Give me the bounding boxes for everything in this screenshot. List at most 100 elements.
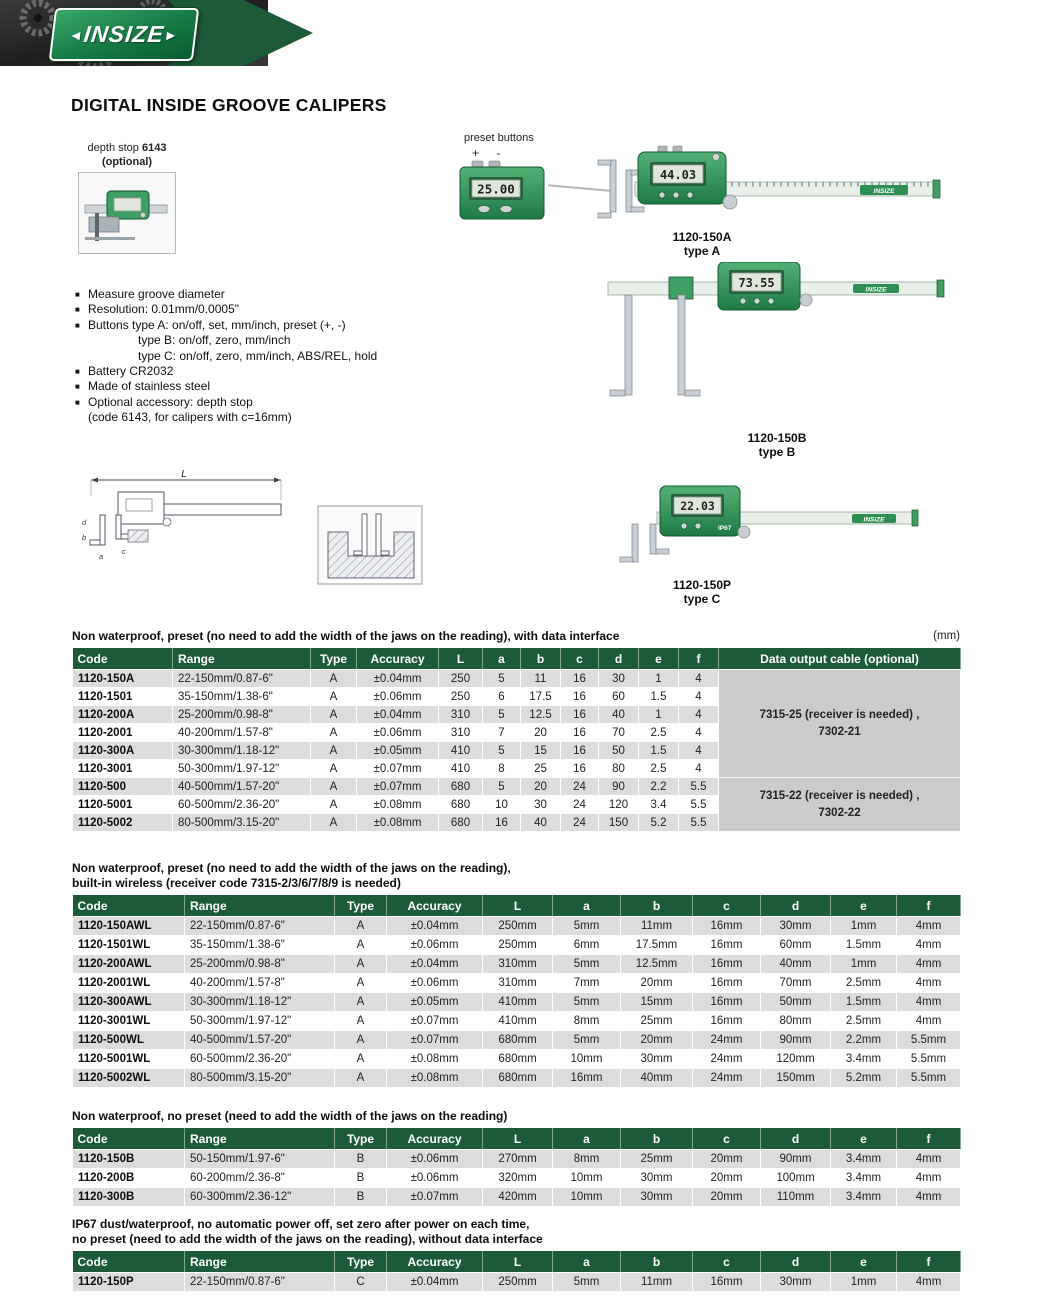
- data-cell: 30mm: [760, 916, 831, 936]
- data-cell: A: [334, 1068, 387, 1088]
- data-cell: 4: [678, 687, 719, 706]
- caption-line: no preset (need to add the width of the …: [72, 1232, 543, 1246]
- data-cell: 5: [482, 669, 521, 688]
- data-cell: 320mm: [482, 1168, 553, 1188]
- features-list: ■Measure groove diameter■Resolution: 0.0…: [74, 287, 474, 426]
- data-cell: 680: [438, 795, 483, 814]
- data-cell: 5: [482, 777, 521, 796]
- bullet-icon: ■: [75, 290, 80, 299]
- caliper-image-type-b: INSIZE 73.55: [553, 261, 953, 432]
- unit-note: (mm): [933, 630, 960, 642]
- data-cell: 16mm: [692, 916, 761, 936]
- code-cell: 1120-5002WL: [72, 1068, 185, 1088]
- data-cell: 250mm: [482, 916, 553, 936]
- data-cell: 11mm: [620, 1272, 693, 1292]
- data-cell: ±0.06mm: [386, 935, 483, 955]
- data-cell: ±0.04mm: [356, 669, 439, 688]
- code-cell: 1120-200AWL: [72, 954, 185, 974]
- bullet-icon: ■: [75, 320, 80, 330]
- data-cell: 2.5: [638, 723, 679, 742]
- feature-item: ■Buttons type A: on/off, set, mm/inch, p…: [74, 318, 474, 333]
- data-cell: B: [334, 1168, 387, 1188]
- column-header: d: [760, 895, 831, 917]
- data-cell: 40-200mm/1.57-8": [172, 723, 311, 742]
- data-cell: 3.4mm: [830, 1187, 897, 1207]
- data-cell: 410: [438, 741, 483, 760]
- data-cell: 16mm: [692, 992, 761, 1012]
- data-cell: 680: [438, 813, 483, 832]
- column-header: L: [482, 1251, 553, 1273]
- data-cell: 5mm: [552, 992, 621, 1012]
- feature-item: type B: on/off, zero, mm/inch: [74, 333, 474, 348]
- data-cell: 1.5: [638, 741, 679, 760]
- feature-text: (code 6143, for calipers with c=16mm): [88, 410, 292, 425]
- data-cell: A: [310, 669, 357, 688]
- data-cell: 80-500mm/3.15-20": [184, 1068, 335, 1088]
- data-cell: A: [310, 687, 357, 706]
- data-cell: 120mm: [760, 1049, 831, 1069]
- data-cell: 12.5: [520, 705, 561, 724]
- data-cell: 24mm: [692, 1068, 761, 1088]
- data-cell: 4: [678, 759, 719, 778]
- data-cell: 15: [520, 741, 561, 760]
- data-cell: 60-200mm/2.36-8": [184, 1168, 335, 1188]
- column-header: L: [482, 1128, 553, 1150]
- cable-cell: 7315-22 (receiver is needed) , 7302-22: [718, 777, 961, 832]
- data-cell: 16mm: [692, 954, 761, 974]
- code-cell: 1120-200B: [72, 1168, 185, 1188]
- data-cell: 60: [598, 687, 639, 706]
- data-cell: 410mm: [482, 1011, 553, 1031]
- data-cell: 5.5: [678, 795, 719, 814]
- data-cell: 3.4: [638, 795, 679, 814]
- data-cell: ±0.05mm: [386, 992, 483, 1012]
- lcd-value-type-a: 44.03: [660, 168, 696, 182]
- code-cell: 1120-1501: [72, 687, 173, 706]
- feature-item: ■Measure groove diameter: [74, 287, 474, 302]
- data-cell: 90mm: [760, 1149, 831, 1169]
- data-cell: 16: [560, 741, 599, 760]
- data-cell: ±0.04mm: [386, 916, 483, 936]
- ip67-badge: IP67: [718, 525, 732, 532]
- column-header: Type: [334, 1251, 387, 1273]
- data-cell: C: [334, 1272, 387, 1292]
- plus-minus-label: + -: [472, 146, 508, 160]
- data-cell: 20mm: [692, 1187, 761, 1207]
- data-cell: A: [334, 954, 387, 974]
- data-cell: ±0.06mm: [386, 1168, 483, 1188]
- data-cell: 8mm: [552, 1011, 621, 1031]
- data-cell: 40-500mm/1.57-20": [184, 1030, 335, 1050]
- data-cell: 40mm: [620, 1068, 693, 1088]
- table-caption: Non waterproof, no preset (need to add t…: [72, 1109, 960, 1124]
- code-cell: 1120-150B: [72, 1149, 185, 1169]
- column-header: c: [692, 895, 761, 917]
- data-cell: ±0.08mm: [386, 1049, 483, 1069]
- caption-line: IP67 dust/waterproof, no automatic power…: [72, 1217, 530, 1231]
- data-cell: 20: [520, 723, 561, 742]
- data-cell: 80: [598, 759, 639, 778]
- column-header: f: [896, 1128, 961, 1150]
- column-header: L: [482, 895, 553, 917]
- data-cell: 1mm: [830, 916, 897, 936]
- code-cell: 1120-150A: [72, 669, 173, 688]
- data-cell: 4mm: [896, 954, 961, 974]
- code-cell: 1120-5002: [72, 813, 173, 832]
- data-cell: 16mm: [692, 1011, 761, 1031]
- data-cell: 5.5: [678, 777, 719, 796]
- data-cell: ±0.04mm: [386, 1272, 483, 1292]
- data-cell: 35-150mm/1.38-6": [184, 935, 335, 955]
- column-header: d: [760, 1251, 831, 1273]
- data-cell: 310mm: [482, 973, 553, 993]
- code-cell: 1120-1501WL: [72, 935, 185, 955]
- data-cell: A: [310, 723, 357, 742]
- data-cell: A: [310, 777, 357, 796]
- column-header: Type: [334, 1128, 387, 1150]
- product-label-type-a: 1120-150A type A: [672, 230, 732, 258]
- column-header: Accuracy: [386, 1128, 483, 1150]
- preset-lcd-value: 25.00: [477, 182, 515, 197]
